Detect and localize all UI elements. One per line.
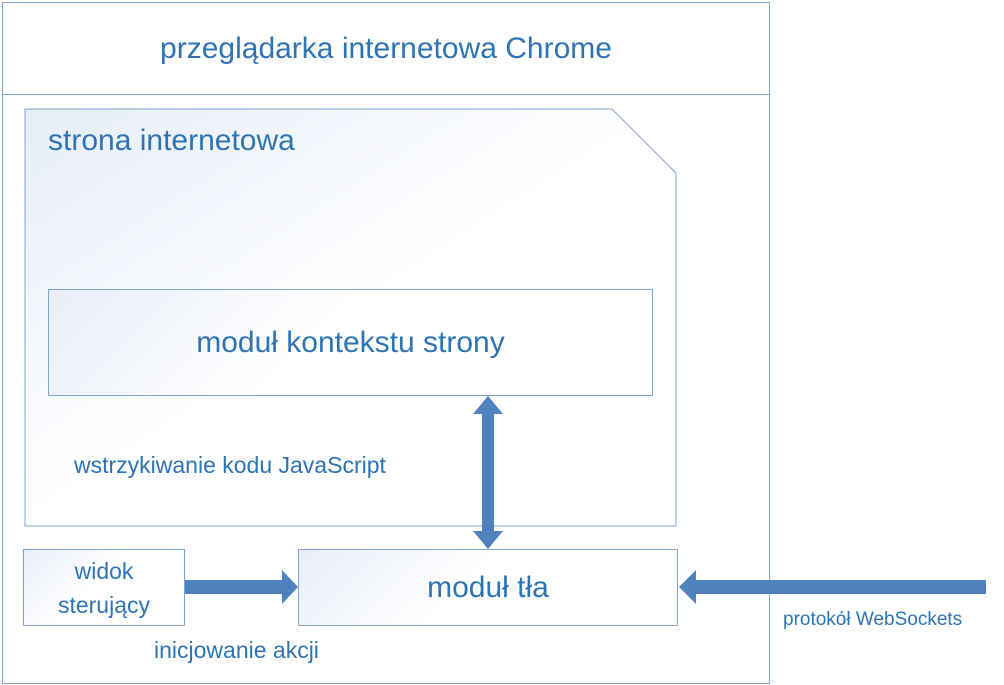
js-injection-arrow xyxy=(473,396,503,549)
control-view-line2: sterujący xyxy=(57,591,151,618)
browser-title-bar: przeglądarka internetowa Chrome xyxy=(2,2,770,95)
page-context-module: moduł kontekstu strony xyxy=(48,289,653,396)
background-module: moduł tła xyxy=(298,549,678,626)
js-injection-label: wstrzykiwanie kodu JavaScript xyxy=(74,452,386,478)
browser-title: przeglądarka internetowa Chrome xyxy=(160,31,612,65)
action-initiation-label: inicjowanie akcji xyxy=(154,637,319,663)
control-view: widok sterujący xyxy=(23,549,185,626)
webpage-label: strona internetowa xyxy=(48,124,295,157)
websockets-label: protokół WebSockets xyxy=(783,609,963,630)
page-context-module-label: moduł kontekstu strony xyxy=(196,325,505,359)
control-view-line1: widok xyxy=(74,557,134,584)
websockets-arrow xyxy=(679,570,986,604)
background-module-label: moduł tła xyxy=(427,570,549,604)
action-arrow xyxy=(185,570,298,604)
